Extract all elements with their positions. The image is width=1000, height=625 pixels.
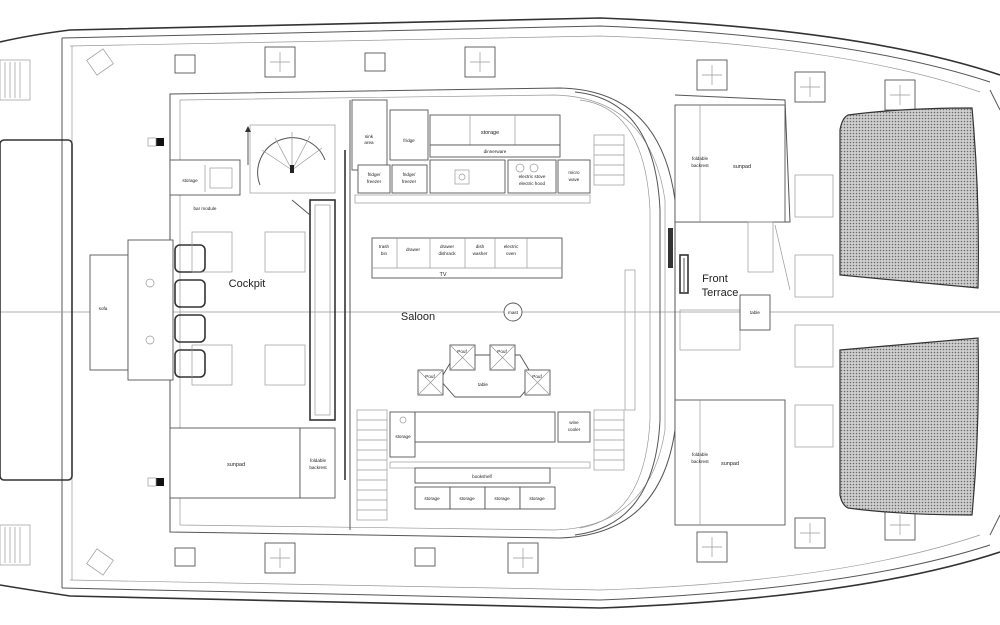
front-terrace: foldable backrest sunpad foldable backre… <box>668 94 834 526</box>
storage-top-label: storage <box>481 130 499 136</box>
foldable-backrest-top-label-b: backrest <box>691 163 709 168</box>
cockpit-label: Cockpit <box>229 278 266 290</box>
sofa <box>89 254 129 371</box>
seat-4 <box>174 349 206 378</box>
pouf-3-label: Pouf <box>425 374 435 379</box>
sofa-label: sofa <box>99 306 108 311</box>
saloon-table: table Pouf Pouf Pouf Pouf <box>417 344 551 398</box>
upper-storage <box>429 114 561 146</box>
micro-wave <box>557 159 591 194</box>
storage-b4-label: storage <box>529 496 545 501</box>
freezer-2 <box>391 164 428 194</box>
micro-wave-label-a: micro <box>568 170 580 175</box>
bookshelf-label: bookshelf <box>472 474 492 479</box>
dinnerware-label: dinnerware <box>484 149 507 154</box>
passage-rail <box>291 199 336 421</box>
saloon-label: Saloon <box>401 311 435 323</box>
seat-1 <box>174 244 206 273</box>
foldable-backrest-left <box>299 427 336 499</box>
wine-cooler <box>557 411 591 443</box>
electric-oven-label-a: electric <box>504 244 519 249</box>
seat-3 <box>174 314 206 343</box>
trash-label-a: trash <box>379 244 390 249</box>
sunpad-left <box>169 427 301 499</box>
cockpit-table <box>127 239 174 381</box>
freezer-2-label-a: fridge/ <box>403 172 416 177</box>
trampoline-top <box>839 107 979 289</box>
drawer-dishrack-label-a: drawer <box>440 244 455 249</box>
sink-label: sink <box>365 134 374 139</box>
sunpad-top-label: sunpad <box>733 164 751 170</box>
dish-washer-label-a: dish <box>476 244 485 249</box>
wine-cooler-label-a: wine <box>569 420 579 425</box>
spiral-stairs <box>245 124 336 194</box>
storage-bottom-left-label: storage <box>395 434 411 439</box>
foldable-backrest-bottom-label-a: foldable <box>692 452 709 457</box>
fridge-small <box>389 109 429 161</box>
dinnerware-shelf <box>429 144 561 158</box>
foldable-backrest-top-label-a: foldable <box>692 156 709 161</box>
bar-module-label: bar module <box>194 206 217 211</box>
bow-trampolines <box>839 89 1000 536</box>
terrace-table-label: table <box>750 310 760 315</box>
stern-hull-left <box>0 59 73 566</box>
wine-cooler-label-b: cooler <box>568 427 581 432</box>
pouf-1-label: Pouf <box>457 349 467 354</box>
sunpad-left-label: sunpad <box>227 462 245 468</box>
front-terrace-label-2: Terrace <box>702 287 739 299</box>
pouf-2-label: Pouf <box>497 349 507 354</box>
seat-2 <box>174 279 206 308</box>
freezer-1-label-a: fridge/ <box>368 172 381 177</box>
pouf-4-label: Pouf <box>532 374 542 379</box>
storage-b2-label: storage <box>459 496 475 501</box>
cockpit-area: storage bar module sofa Cockpit <box>89 137 306 487</box>
trampoline-bottom <box>839 337 979 516</box>
storage-left-label: storage <box>182 178 198 183</box>
mast-label: mast <box>508 310 519 315</box>
saloon-window <box>574 91 661 536</box>
tv-label: TV <box>439 272 446 278</box>
terrace-table <box>739 294 771 331</box>
electric-hood-label: electric hood <box>519 181 545 186</box>
deck-hatches <box>86 46 916 576</box>
storage-b4 <box>519 486 556 510</box>
galley-counter <box>429 159 506 194</box>
drawer-dishrack-label-b: dishrack <box>438 251 456 256</box>
storage-b1-label: storage <box>424 496 440 501</box>
galley: sink area fridge storage dinnerware frid… <box>351 99 591 204</box>
foldable-backrest-left-label-a: foldable <box>310 458 327 463</box>
aft-sunpad: sunpad foldable backrest <box>169 427 336 499</box>
electric-oven-label-b: oven <box>506 251 516 256</box>
drawer-label: drawer <box>406 247 421 252</box>
freezer-1-label-b: freezer <box>367 179 382 184</box>
micro-wave-label-b: wave <box>569 177 580 182</box>
foldable-backrest-left-label-b: backrest <box>309 465 327 470</box>
saloon-bottom-storage: storage wine cooler bookshelf storage st… <box>356 409 591 521</box>
freezer-1 <box>357 164 391 194</box>
front-terrace-label-1: Front <box>702 273 728 285</box>
storage-b3-label: storage <box>494 496 510 501</box>
saloon-island: trash bin drawer drawer dishrack dish wa… <box>371 237 563 279</box>
fridge-small-label: fridge <box>403 138 415 143</box>
sunpad-bottom-label: sunpad <box>721 461 739 467</box>
mast-circle <box>503 302 523 322</box>
bookshelf <box>414 467 551 484</box>
electric-stove <box>507 159 557 194</box>
freezer-2-label-b: freezer <box>402 179 417 184</box>
foldable-backrest-bottom-label-b: backrest <box>691 459 709 464</box>
electric-stove-label: electric stove <box>519 174 546 179</box>
saloon-table-label: table <box>478 382 488 387</box>
dish-washer-label-b: washer <box>473 251 488 256</box>
hull-outline <box>0 17 1000 609</box>
sink-area <box>351 99 388 171</box>
trash-label-b: bin <box>381 251 388 256</box>
sink-area-label: area <box>364 140 374 145</box>
storage-bottom-left <box>389 411 416 458</box>
